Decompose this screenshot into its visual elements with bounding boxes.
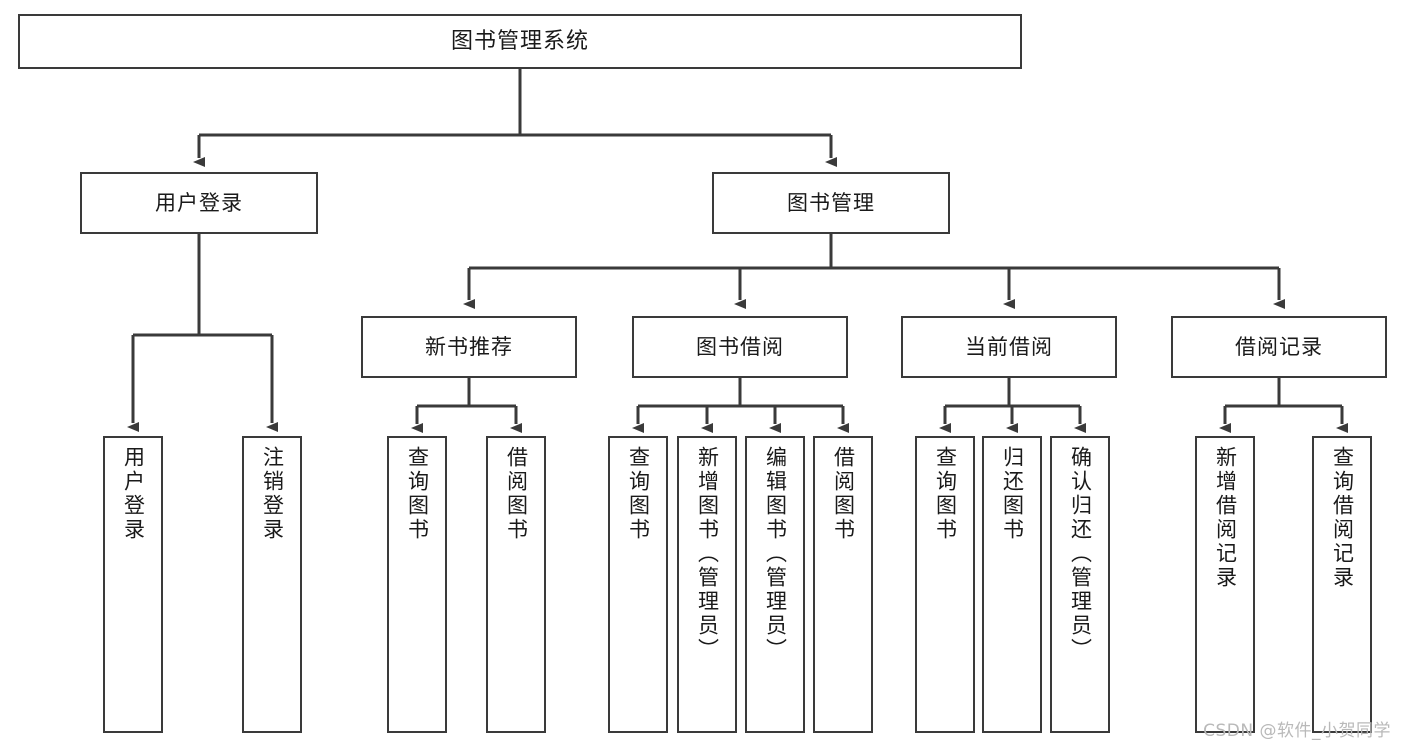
node-label: 借阅记录 xyxy=(1235,334,1323,359)
leaf-logout-login[interactable]: 注销登录 xyxy=(242,436,302,733)
node-new-book-recommend[interactable]: 新书推荐 xyxy=(361,316,577,378)
node-label: 当前借阅 xyxy=(965,334,1053,359)
node-current-borrow[interactable]: 当前借阅 xyxy=(901,316,1117,378)
leaf-confirm-return[interactable]: 确认归还（管理员） xyxy=(1050,436,1110,733)
node-book-borrow[interactable]: 图书借阅 xyxy=(632,316,848,378)
node-label: 用户登录 xyxy=(155,190,243,215)
leaf-edit-book[interactable]: 编辑图书（管理员） xyxy=(745,436,805,733)
node-book-management[interactable]: 图书管理 xyxy=(712,172,950,234)
node-label: 图书管理系统 xyxy=(450,28,589,54)
leaf-borrow-book[interactable]: 借阅图书 xyxy=(813,436,873,733)
leaf-borrow-book-recommend[interactable]: 借阅图书 xyxy=(486,436,546,733)
node-label: 图书管理 xyxy=(787,190,875,215)
node-root-system[interactable]: 图书管理系统 xyxy=(18,14,1022,69)
leaf-user-login[interactable]: 用户登录 xyxy=(103,436,163,733)
leaf-query-borrow-record[interactable]: 查询借阅记录 xyxy=(1312,436,1372,733)
node-label: 查询图书 xyxy=(933,446,958,542)
leaf-query-book-current[interactable]: 查询图书 xyxy=(915,436,975,733)
node-label: 注销登录 xyxy=(260,446,285,542)
node-user-login[interactable]: 用户登录 xyxy=(80,172,318,234)
node-label: 图书借阅 xyxy=(696,334,784,359)
node-label: 借阅图书 xyxy=(504,446,529,542)
node-label: 查询借阅记录 xyxy=(1330,446,1355,590)
node-label: 借阅图书 xyxy=(831,446,856,542)
leaf-query-book-recommend[interactable]: 查询图书 xyxy=(387,436,447,733)
node-label: 确认归还（管理员） xyxy=(1068,446,1093,662)
leaf-return-book[interactable]: 归还图书 xyxy=(982,436,1042,733)
node-label: 新增借阅记录 xyxy=(1213,446,1238,590)
watermark-text: CSDN @软件_小贺同学 xyxy=(1203,721,1391,741)
leaf-query-book-borrow[interactable]: 查询图书 xyxy=(608,436,668,733)
node-label: 归还图书 xyxy=(1000,446,1025,542)
node-label: 查询图书 xyxy=(405,446,430,542)
leaf-add-borrow-record[interactable]: 新增借阅记录 xyxy=(1195,436,1255,733)
node-label: 新书推荐 xyxy=(425,334,513,359)
node-label: 新增图书（管理员） xyxy=(695,446,720,662)
leaf-add-book[interactable]: 新增图书（管理员） xyxy=(677,436,737,733)
node-borrow-record[interactable]: 借阅记录 xyxy=(1171,316,1387,378)
node-label: 查询图书 xyxy=(626,446,651,542)
node-label: 编辑图书（管理员） xyxy=(763,446,788,662)
node-label: 用户登录 xyxy=(121,446,146,542)
